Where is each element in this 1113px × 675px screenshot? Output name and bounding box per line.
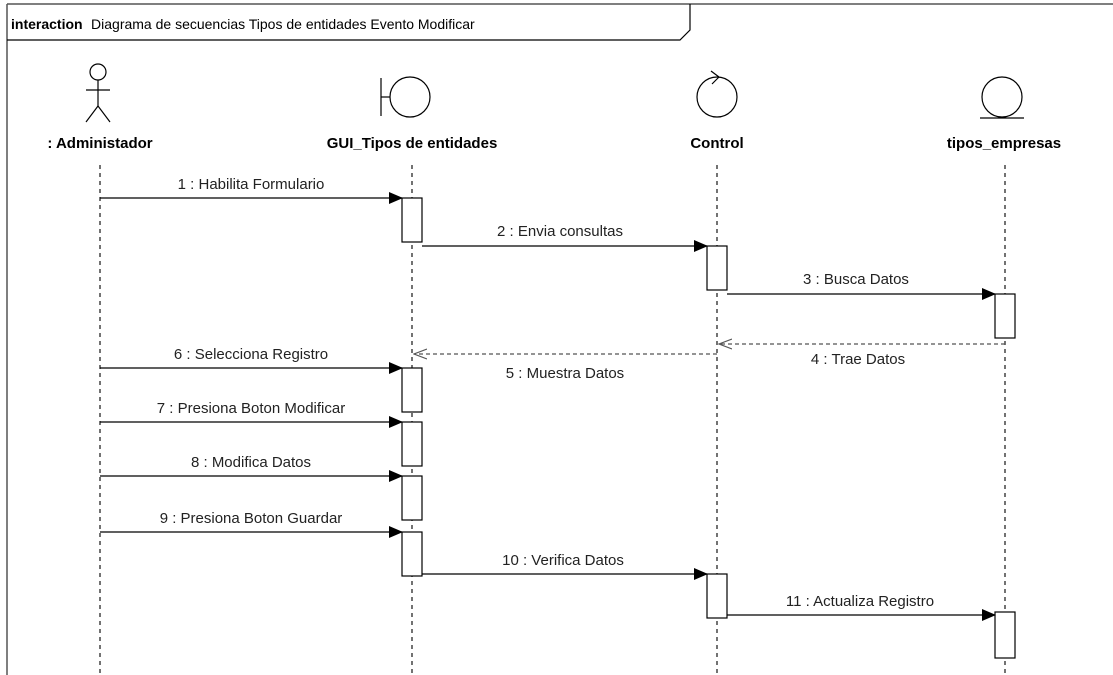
frame-tab bbox=[7, 4, 691, 41]
activation-bar bbox=[401, 197, 423, 243]
message-label: 7 : Presiona Boton Modificar bbox=[157, 400, 345, 417]
participant-name-gui: GUI_Tipos de entidades bbox=[327, 135, 498, 152]
message-2: 2 : Envia consultas bbox=[422, 223, 708, 252]
boundary-icon bbox=[380, 76, 431, 118]
frame-title: Diagrama de secuencias Tipos de entidade… bbox=[91, 16, 475, 32]
activation-bar bbox=[401, 367, 423, 413]
svg-text:interaction Diagrama de: interaction Diagrama de secuencias Tipos… bbox=[11, 16, 475, 33]
message-5-return: 5 : Muestra Datos bbox=[414, 354, 717, 382]
message-10: 10 : Verifica Datos bbox=[422, 552, 708, 580]
message-label: 1 : Habilita Formulario bbox=[178, 176, 325, 193]
activation-bar bbox=[706, 573, 728, 619]
message-1: 1 : Habilita Formulario bbox=[100, 176, 403, 204]
message-label: 11 : Actualiza Registro bbox=[786, 593, 934, 610]
message-label: 10 : Verifica Datos bbox=[502, 552, 624, 569]
actor-icon bbox=[85, 63, 111, 123]
message-9: 9 : Presiona Boton Guardar bbox=[100, 510, 403, 538]
message-4-return: 4 : Trae Datos bbox=[719, 344, 1005, 368]
message-label: 9 : Presiona Boton Guardar bbox=[160, 510, 343, 527]
participant-name-control: Control bbox=[690, 135, 743, 152]
message-label: 4 : Trae Datos bbox=[811, 351, 905, 368]
message-label: 2 : Envia consultas bbox=[497, 223, 623, 240]
activation-bar bbox=[401, 531, 423, 577]
message-label: 3 : Busca Datos bbox=[803, 271, 909, 288]
frame-keyword: interaction bbox=[11, 16, 83, 32]
activation-bar bbox=[706, 245, 728, 291]
message-label: 8 : Modifica Datos bbox=[191, 454, 311, 471]
activation-bar bbox=[401, 475, 423, 521]
participant-name-administrador: : Administador bbox=[47, 135, 152, 152]
control-icon bbox=[696, 70, 738, 118]
activations bbox=[401, 197, 1016, 659]
message-7: 7 : Presiona Boton Modificar bbox=[100, 400, 403, 428]
message-3: 3 : Busca Datos bbox=[727, 271, 996, 300]
activation-bar bbox=[994, 293, 1016, 339]
activation-bar bbox=[401, 421, 423, 467]
message-label: 6 : Selecciona Registro bbox=[174, 346, 328, 363]
message-8: 8 : Modifica Datos bbox=[100, 454, 403, 482]
message-6: 6 : Selecciona Registro bbox=[100, 346, 403, 374]
activation-bar bbox=[994, 611, 1016, 659]
message-label: 5 : Muestra Datos bbox=[506, 365, 624, 382]
entity-icon bbox=[980, 76, 1024, 119]
message-11: 11 : Actualiza Registro bbox=[727, 593, 996, 621]
interaction-frame: interaction Diagrama de secuencias Tipos… bbox=[6, 3, 1113, 675]
participant-name-tipos-empresas: tipos_empresas bbox=[947, 135, 1061, 152]
